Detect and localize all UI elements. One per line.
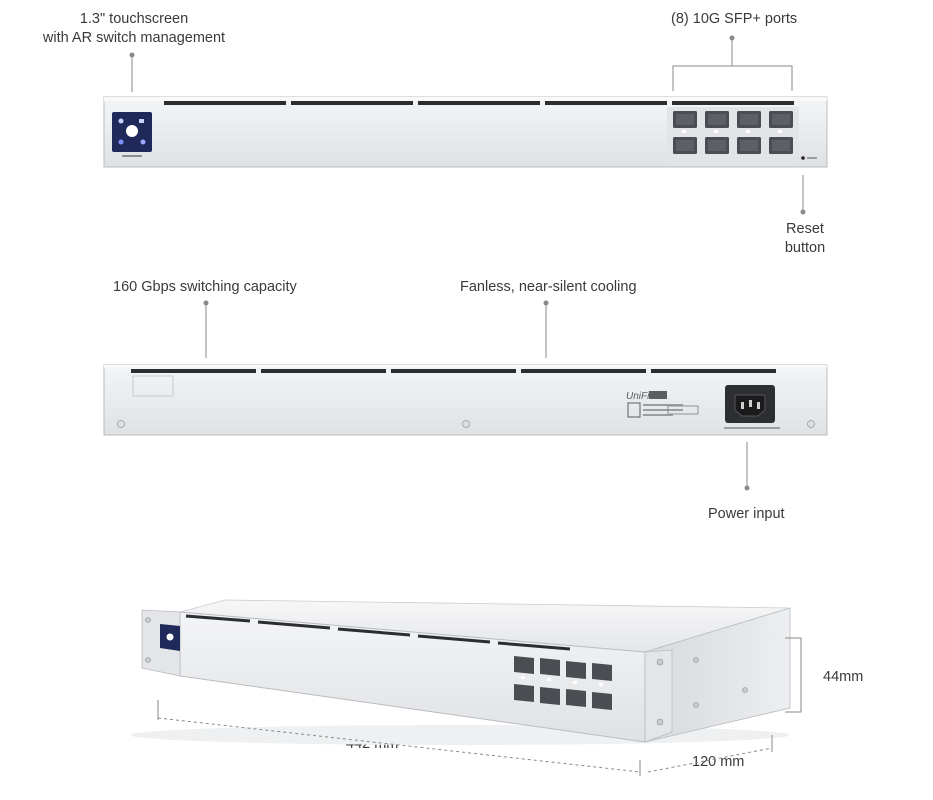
perspective-sfp-ports [514,656,612,710]
dimension-lines [157,637,802,776]
power-socket-icon [724,385,780,429]
reset-button-label: Reset button [770,220,840,258]
rear-label-area [132,375,174,397]
touchscreen-label: 1.3" touchscreen with AR switch manageme… [34,10,234,48]
rear-vent-slots [131,369,776,373]
switching-capacity-label: 160 Gbps switching capacity [113,279,297,295]
front-view [103,96,828,168]
cooling-label: Fanless, near-silent cooling [460,279,637,295]
reset-label-line1: Reset [786,221,824,237]
power-input-label: Power input [708,506,785,522]
reset-pinhole [801,156,805,160]
sfp-ports-label: (8) 10G SFP+ ports [671,11,798,27]
touchscreen-panel-icon [112,112,152,157]
touchscreen-label-line2: with AR switch management [42,30,226,46]
reset-label-line2: button [784,240,826,256]
svg-text:UniFi: UniFi [626,391,650,402]
unifi-logo-icon: UniFi [626,391,699,418]
touchscreen-label-line1: 1.3" touchscreen [79,11,189,27]
sfp-port-cluster [667,107,799,165]
height-dimension-label: 44mm [823,669,864,685]
front-vent-slots [164,101,794,105]
perspective-touchscreen [160,624,180,651]
rear-callout-lines [203,300,750,491]
perspective-vent-slots [185,614,571,651]
depth-dimension-label: 120 mm [692,754,745,770]
front-callout-lines [129,35,806,215]
rear-view: UniFi [103,364,828,436]
perspective-view [130,599,791,745]
